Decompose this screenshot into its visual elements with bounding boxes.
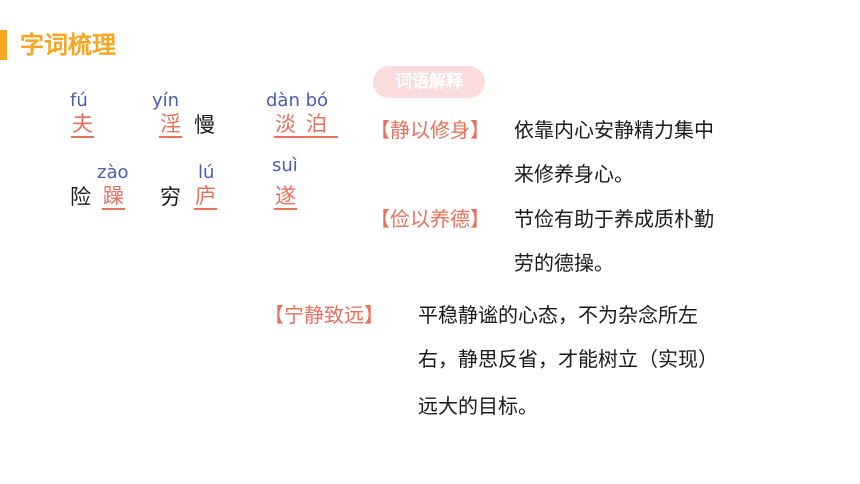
pinyin-danbo: dàn bó [266,90,329,111]
word-zao: 躁 [102,184,125,210]
pinyin-lu: lú [198,162,215,183]
definition-line: 劳的德操。 [514,251,614,275]
term-ning-jing-zhi-yuan: 【宁静致远】 [264,303,384,327]
pinyin-sui: suì [272,155,298,176]
word-qiong: 穷 [160,185,181,209]
pinyin-yin: yín [152,90,180,111]
pinyin-zao: zào [97,162,129,183]
definition-line: 节俭有助于养成质朴勤 [514,207,714,231]
word-danbo: 淡泊 [274,112,338,138]
word-yin: 淫 [159,112,182,138]
term-jian-yi-yang-de: 【俭以养德】 [370,207,490,231]
definition-line: 右，静思反省，才能树立（实现） [418,347,718,371]
word-sui: 遂 [274,184,297,210]
word-fu: 夫 [71,112,94,138]
definition-line: 远大的目标。 [418,394,538,418]
vocab-explanation-badge: 词语解释 [373,66,485,98]
pinyin-fu: fú [70,90,88,111]
title-accent-bar [0,30,7,60]
word-lu: 庐 [194,184,217,210]
word-xian: 险 [70,185,91,209]
word-man: 慢 [194,113,215,137]
page-title: 字词梳理 [20,31,116,59]
definition-line: 来修养身心。 [514,162,634,186]
term-jing-yi-xiu-shen: 【静以修身】 [370,118,490,142]
definition-line: 依靠内心安静精力集中 [514,118,714,142]
definition-line: 平稳静谧的心态，不为杂念所左 [418,303,698,327]
